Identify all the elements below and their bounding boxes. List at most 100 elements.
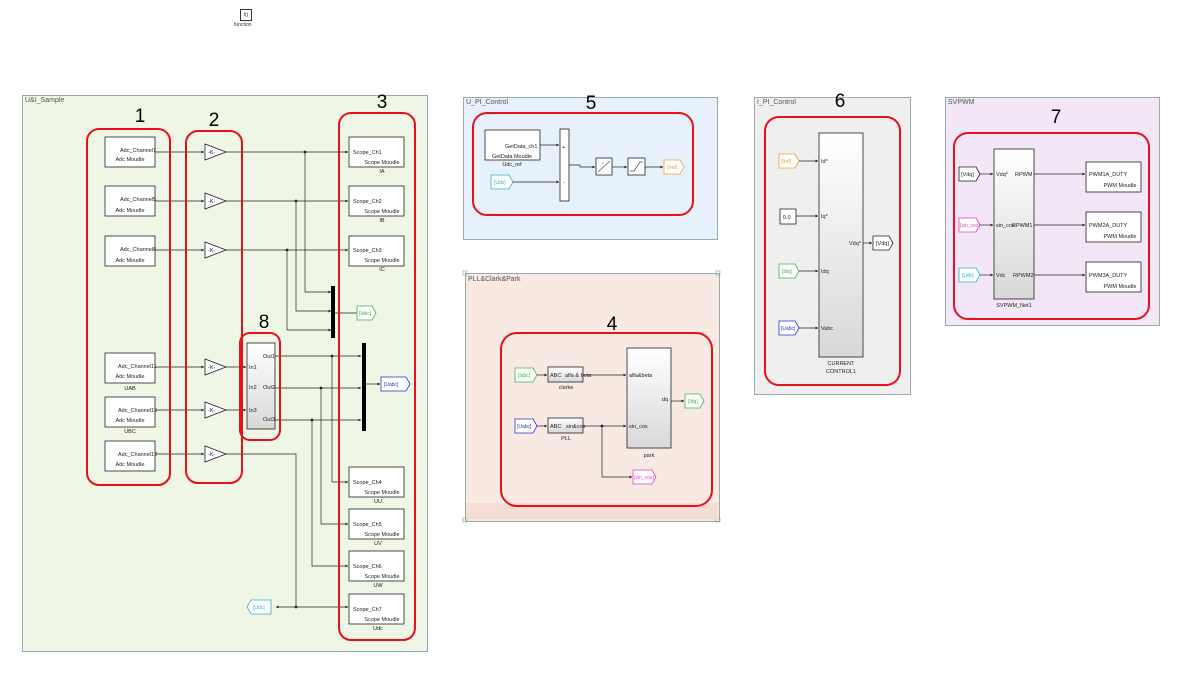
area-svpwm-title: SVPWM	[948, 99, 975, 106]
adc-block-5-caption: UBC	[124, 429, 136, 435]
tag-iabc-goto[interactable]	[356, 305, 377, 321]
region-number-3: 3	[377, 92, 388, 113]
svpwm-udc-from[interactable]	[958, 267, 981, 283]
svpwm-caption: SVPWM_Net1	[996, 303, 1031, 309]
svpwm-sincos-text: [sin_cos]	[960, 223, 980, 229]
area-ipi-title: I_PI_Control	[757, 99, 796, 106]
cc-port-iq: Iq*	[821, 214, 829, 220]
svpwm-block[interactable]	[993, 148, 1035, 300]
const-block[interactable]	[779, 208, 797, 225]
cc-port-idq: Idq	[821, 269, 829, 275]
ipi-uabc-from[interactable]	[778, 320, 800, 336]
gain-block-4[interactable]	[204, 358, 228, 376]
mux-voltage[interactable]	[362, 343, 366, 431]
adc-block-4-caption: UAB	[124, 386, 136, 392]
scope-block-2[interactable]	[348, 185, 405, 217]
scope-block-7[interactable]	[348, 593, 405, 625]
area-sample-title: U&I_Sample	[25, 97, 65, 104]
mux-current[interactable]	[331, 286, 335, 338]
gain-block-3[interactable]	[204, 241, 228, 259]
getdata-caption: Udc_ref	[502, 162, 522, 168]
cc-port-vabc: Vabc	[821, 326, 833, 332]
const-value: 0.0	[783, 215, 791, 221]
adc-block-3[interactable]	[104, 235, 156, 267]
conversion-block[interactable]	[246, 342, 276, 430]
cc-port-vdq: Vdq*	[849, 241, 862, 247]
gain-block-5[interactable]	[204, 401, 228, 419]
highlight-1	[86, 128, 171, 486]
tag-udc-text: [Udc]	[253, 605, 265, 611]
getdata-block[interactable]	[484, 129, 541, 161]
pll-in: ABC	[550, 424, 561, 430]
ipi-iref-from[interactable]	[778, 153, 800, 169]
function-block[interactable]: f()	[240, 9, 252, 21]
upi-iref-goto[interactable]	[663, 159, 685, 175]
sum-sign-plus: +	[562, 145, 565, 151]
pwm-block-2[interactable]	[1085, 211, 1142, 243]
pll-block[interactable]	[547, 417, 584, 434]
scope-block-6[interactable]	[348, 550, 405, 582]
svpwm-out-1: RPWM	[1015, 172, 1033, 178]
ipi-vdq-goto[interactable]	[872, 235, 894, 251]
conv-out-3: Out3	[263, 417, 275, 423]
svpwm-vdq-from[interactable]	[958, 166, 981, 182]
park-in2: sin_cos	[629, 424, 648, 430]
scope-block-1[interactable]	[348, 136, 405, 168]
sum-block[interactable]	[559, 128, 570, 202]
ipi-uabc-text: [Uabc]	[781, 326, 796, 332]
sum-sign-minus: -	[563, 180, 565, 186]
ipi-idq-from[interactable]	[778, 263, 800, 279]
park-out: dq	[662, 397, 668, 403]
svpwm-out-2: RPWM1	[1012, 223, 1032, 229]
adc-block-2-name: Adc_Channel5	[120, 197, 156, 203]
svpwm-sincos-from[interactable]	[958, 217, 981, 233]
gain-block-6[interactable]	[204, 445, 228, 463]
scope-1-name: Scope_Ch1	[353, 150, 382, 156]
park-caption: park	[644, 453, 655, 459]
clarke-block[interactable]	[547, 366, 584, 383]
svpwm-in-sincos: sin_cos	[996, 223, 1015, 229]
pwm-1-type: PWM Moudle	[1103, 183, 1136, 189]
adc-block-5[interactable]	[104, 396, 156, 428]
pwm-block-3[interactable]	[1085, 261, 1142, 293]
getdata-type: GetData Moudle	[492, 154, 532, 160]
scope-1-caption: IA	[379, 169, 385, 175]
conv-in-3: In3	[249, 408, 257, 414]
upi-iref-text: [Iref]	[667, 165, 678, 171]
pwm-block-1[interactable]	[1085, 161, 1142, 193]
gain-block-2[interactable]	[204, 192, 228, 210]
region-number-4: 4	[607, 314, 618, 335]
pll-iabc-text: [Iabc]	[518, 373, 531, 379]
tag-uabc-goto[interactable]	[380, 376, 411, 392]
pll-sincos-goto[interactable]	[632, 469, 657, 485]
upi-udc-from[interactable]	[490, 174, 514, 190]
scope-block-3[interactable]	[348, 235, 405, 267]
area-pll	[465, 273, 720, 522]
cc-caption-1: CURRENT	[828, 361, 856, 367]
highlight-5	[472, 112, 694, 216]
scope-block-5[interactable]	[348, 508, 405, 540]
scope-6-type: Scope Moudle	[364, 574, 399, 580]
conv-in-1: In1	[249, 365, 257, 371]
adc-block-6[interactable]	[104, 440, 156, 472]
highlight-6	[764, 116, 901, 386]
pll-sincos-text: [sin_cos]	[634, 475, 654, 481]
adc-block-3-name: Adc_Channel8	[120, 247, 156, 253]
pll-idq-goto[interactable]	[684, 393, 705, 409]
adc-block-4[interactable]	[104, 352, 156, 384]
pll-uabc-from[interactable]	[514, 418, 538, 434]
scope-3-name: Scope_Ch3	[353, 248, 382, 254]
adc-block-5-type: Adc Moudle	[115, 418, 144, 424]
tag-udc-goto[interactable]	[246, 599, 272, 615]
scope-4-caption: UU	[374, 499, 382, 505]
highlight-4	[500, 332, 713, 507]
svpwm-in-vdc: Vdc	[996, 273, 1006, 279]
park-block[interactable]	[626, 347, 672, 449]
current-control-block[interactable]	[818, 132, 864, 358]
saturation-block[interactable]	[627, 157, 646, 176]
pll-iabc-from[interactable]	[514, 367, 538, 383]
gain-label-4: -K-	[208, 365, 216, 371]
scope-block-4[interactable]	[348, 466, 405, 498]
gain-block-1[interactable]	[204, 143, 228, 161]
pi-icon	[597, 160, 611, 173]
